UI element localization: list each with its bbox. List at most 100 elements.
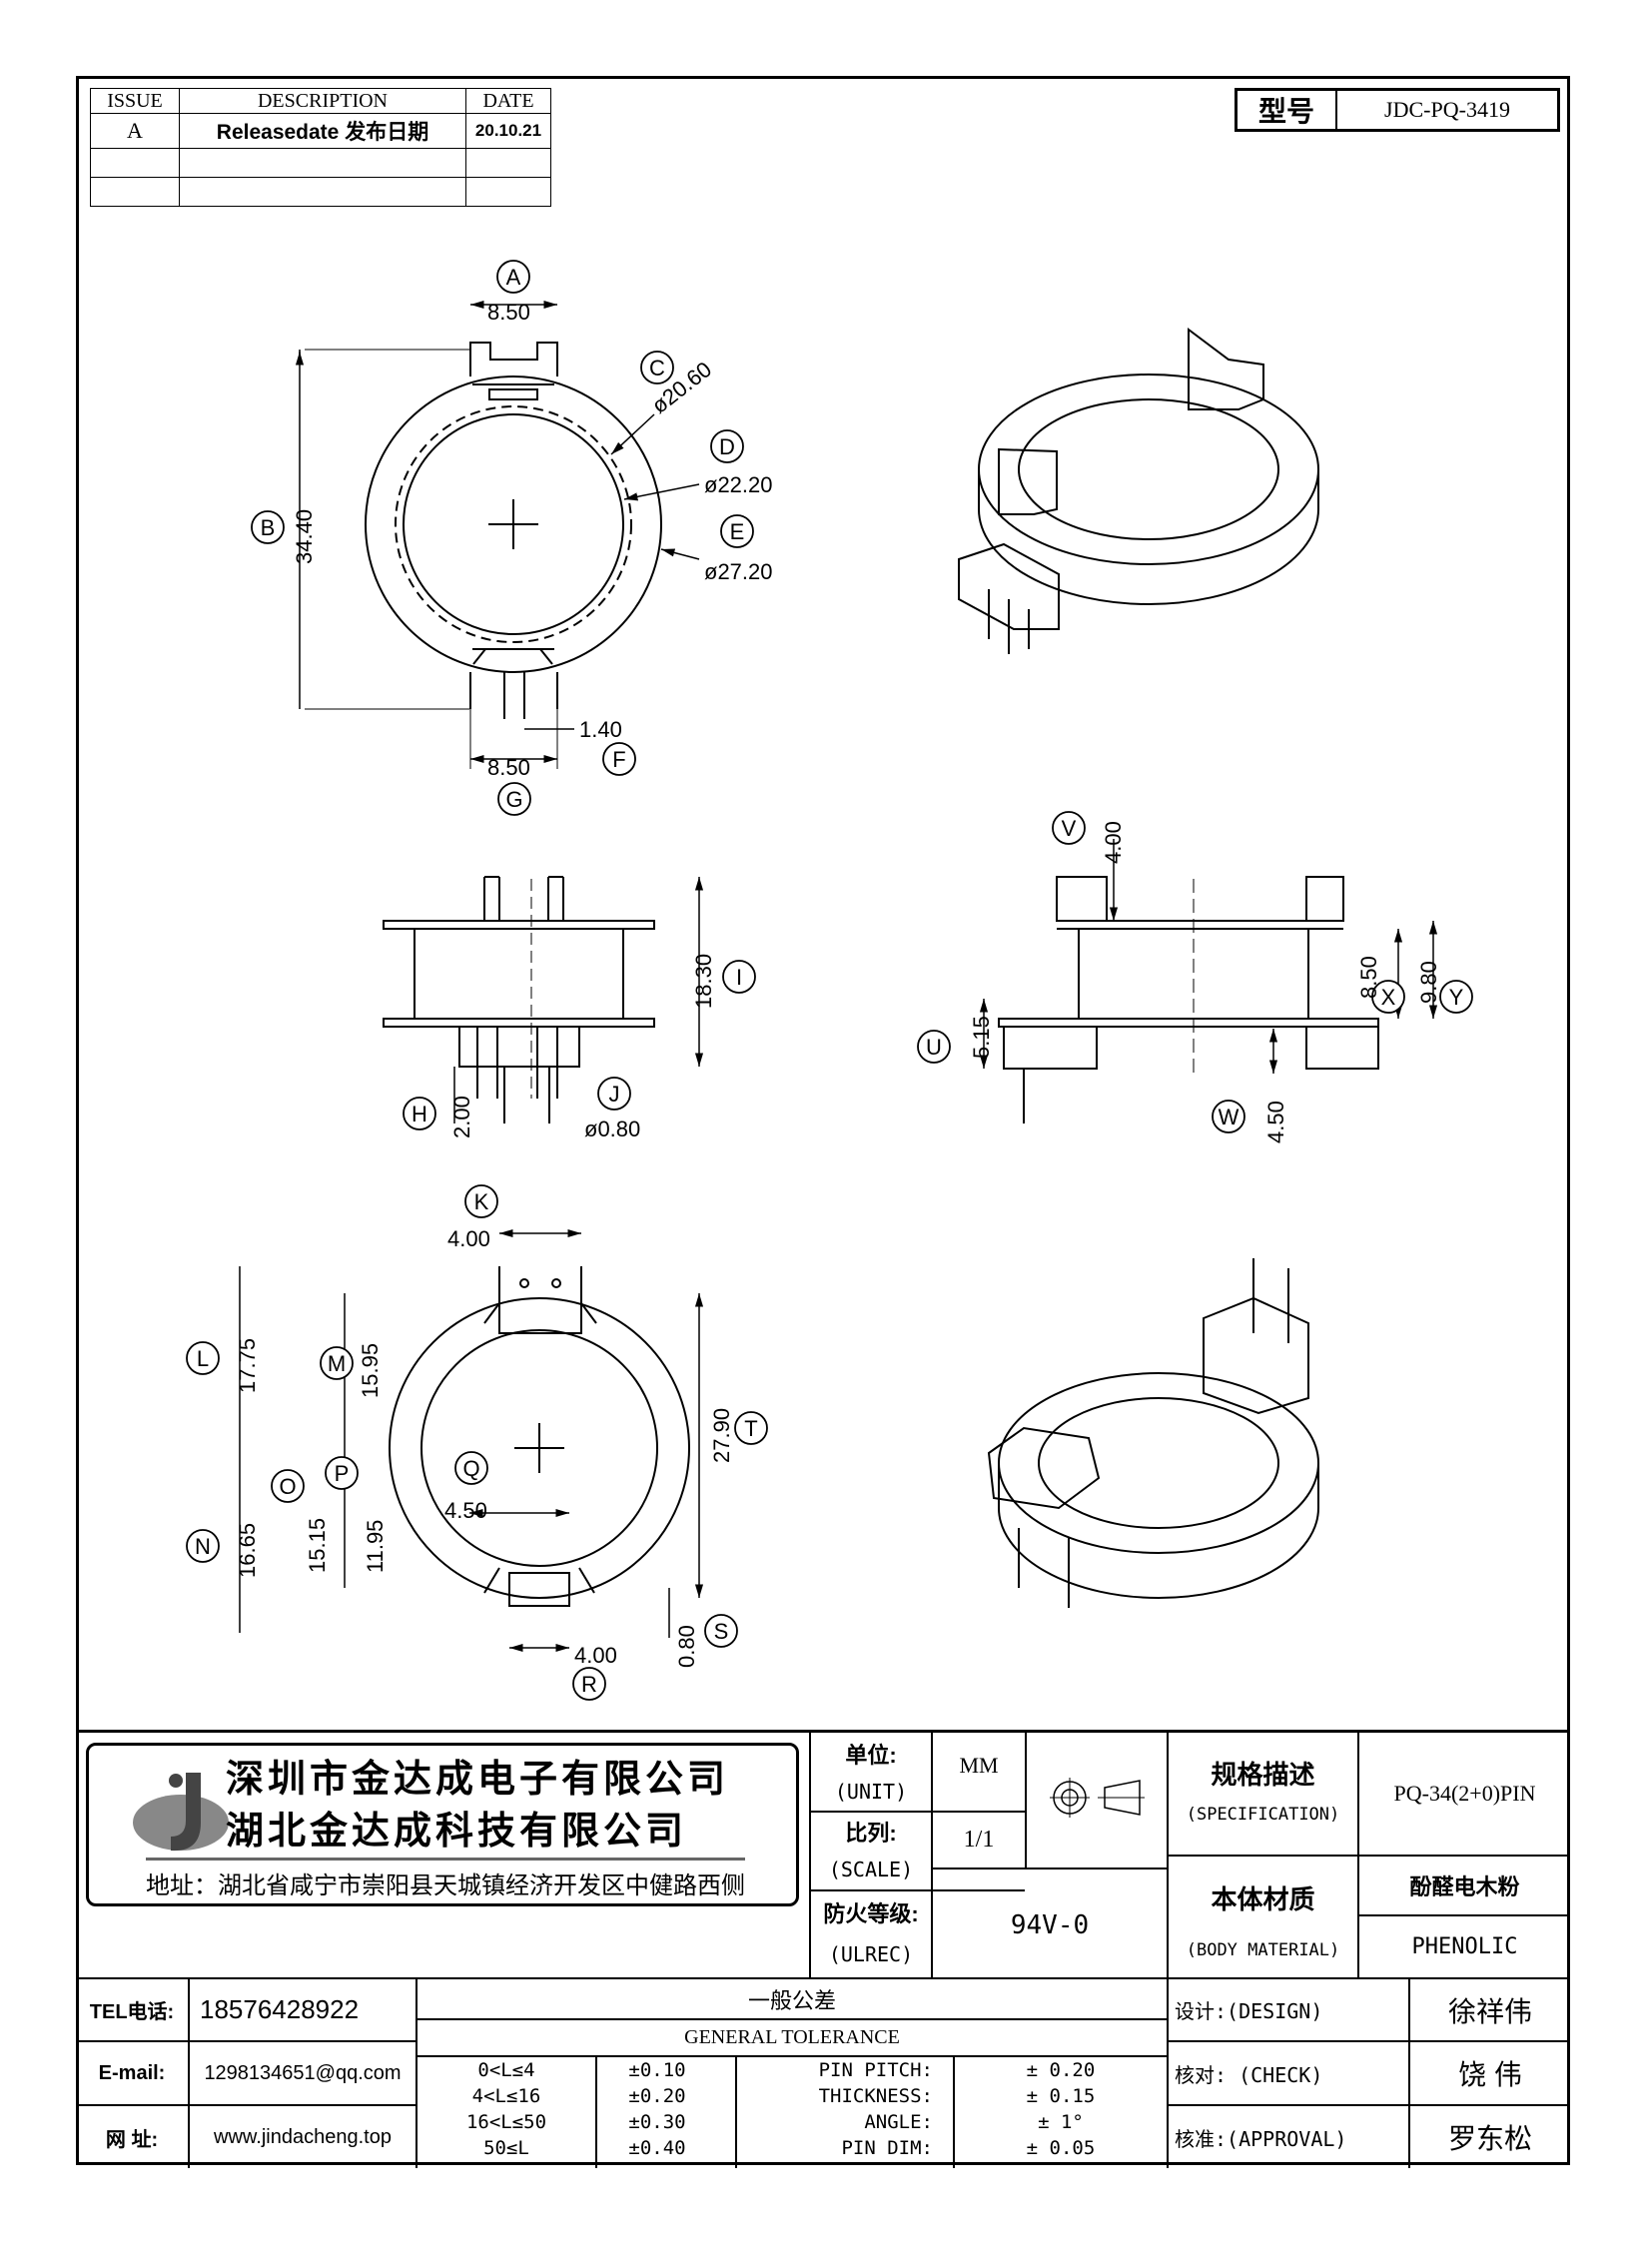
dim-u: 5.15 bbox=[969, 1016, 994, 1059]
grid-line bbox=[76, 1977, 1570, 1979]
grid-line bbox=[1408, 1977, 1410, 2168]
dim-m: 15.95 bbox=[358, 1343, 383, 1398]
approval-label: 核准:(APPROVAL) bbox=[1175, 2126, 1347, 2151]
callout-g: G bbox=[505, 787, 522, 812]
callout-i: I bbox=[736, 965, 742, 990]
tol-range-2: 4<L≤16 bbox=[471, 2085, 541, 2107]
tolerance-title-en: GENERAL TOLERANCE bbox=[684, 2026, 900, 2048]
grid-line bbox=[76, 2040, 415, 2042]
material-value-cn: 酚醛电木粉 bbox=[1409, 1874, 1520, 1899]
dim-q: 4.50 bbox=[444, 1498, 487, 1523]
grid-line bbox=[415, 1977, 417, 2168]
top-3d-view bbox=[958, 328, 1319, 654]
rev-header-date: DATE bbox=[465, 88, 551, 114]
grid-line bbox=[1167, 1855, 1570, 1857]
web-label: 网 址: bbox=[105, 2128, 159, 2151]
rev-header-description: DESCRIPTION bbox=[179, 88, 466, 114]
grid-line bbox=[1167, 2104, 1570, 2106]
grid-line bbox=[415, 2055, 1167, 2057]
rev-empty-cell bbox=[465, 177, 551, 207]
callout-w: W bbox=[1219, 1105, 1239, 1129]
email-value: 1298134651@qq.com bbox=[204, 2061, 402, 2084]
technical-drawing: A B C D E F G I H J V X Y U W K L M T O … bbox=[186, 260, 1473, 1701]
web-value: www.jindacheng.top bbox=[214, 2125, 392, 2148]
dim-w: 4.50 bbox=[1263, 1101, 1288, 1143]
side-view-2 bbox=[979, 839, 1438, 1123]
callout-f: F bbox=[612, 747, 625, 772]
dim-b: 34.40 bbox=[292, 509, 317, 564]
dim-n: 16.65 bbox=[235, 1523, 260, 1578]
tol-value-4: ±0.40 bbox=[628, 2137, 686, 2159]
dim-t: 27.90 bbox=[709, 1408, 734, 1463]
rev-date: 20.10.21 bbox=[465, 113, 551, 149]
dim-p: 11.95 bbox=[363, 1520, 388, 1573]
company-name-1: 深圳市金达成电子有限公司 bbox=[226, 1758, 730, 1801]
callout-j: J bbox=[609, 1082, 620, 1107]
grid-line bbox=[1167, 1733, 1169, 2168]
grid-line bbox=[735, 2055, 737, 2168]
callout-a: A bbox=[506, 265, 521, 290]
grid-line bbox=[188, 1977, 190, 2168]
callout-d: D bbox=[719, 434, 735, 459]
callout-u: U bbox=[926, 1035, 942, 1060]
company-logo bbox=[133, 1773, 229, 1852]
approval-name: 罗东松 bbox=[1447, 2123, 1532, 2154]
design-label: 设计:(DESIGN) bbox=[1175, 1999, 1323, 2023]
unit-value: MM bbox=[959, 1753, 999, 1778]
tol-item-value-1: ± 0.20 bbox=[1026, 2059, 1096, 2081]
callout-e: E bbox=[730, 519, 745, 544]
callout-p: P bbox=[335, 1461, 350, 1486]
tol-item-value-2: ± 0.15 bbox=[1026, 2085, 1096, 2107]
fire-value: 94V-0 bbox=[1010, 1909, 1090, 1940]
tol-item-3: ANGLE: bbox=[864, 2111, 933, 2133]
spec-cn: 规格描述 bbox=[1211, 1759, 1315, 1790]
scale-cn: 比列: bbox=[845, 1821, 897, 1846]
dim-i: 18.30 bbox=[691, 954, 716, 1009]
dim-h: 2.00 bbox=[449, 1096, 474, 1138]
model-number: JDC-PQ-3419 bbox=[1384, 97, 1510, 122]
dim-j: ø0.80 bbox=[584, 1117, 640, 1141]
dim-e: ø27.20 bbox=[704, 559, 773, 584]
tol-value-1: ±0.10 bbox=[628, 2059, 686, 2081]
dim-g: 8.50 bbox=[487, 755, 530, 780]
callout-l: L bbox=[197, 1346, 209, 1371]
dim-k: 4.00 bbox=[447, 1226, 490, 1251]
dim-l: 17.75 bbox=[235, 1338, 260, 1393]
callout-t: T bbox=[744, 1416, 757, 1441]
unit-en: (UNIT) bbox=[834, 1780, 908, 1804]
tol-item-value-4: ± 0.05 bbox=[1026, 2137, 1096, 2159]
model-box: 型号 JDC-PQ-3419 bbox=[1235, 88, 1560, 132]
callout-n: N bbox=[195, 1534, 211, 1559]
tol-range-3: 16<L≤50 bbox=[465, 2111, 547, 2133]
revision-table: ISSUE DESCRIPTION DATE A Releasedate 发布日… bbox=[90, 88, 551, 207]
grid-line bbox=[809, 1889, 1025, 1891]
tol-value-3: ±0.30 bbox=[628, 2111, 686, 2133]
tel-label: TEL电话: bbox=[89, 2001, 175, 2023]
callout-o: O bbox=[279, 1474, 296, 1499]
tol-item-1: PIN PITCH: bbox=[818, 2059, 933, 2081]
dim-s: 0.80 bbox=[674, 1625, 699, 1668]
dim-o: 15.15 bbox=[305, 1518, 330, 1573]
callout-b: B bbox=[261, 515, 276, 540]
company-name-2: 湖北金达成科技有限公司 bbox=[226, 1810, 688, 1853]
tol-range-4: 50≤L bbox=[483, 2137, 529, 2159]
email-label: E-mail: bbox=[98, 2061, 166, 2084]
material-en: (BODY MATERIAL) bbox=[1186, 1939, 1340, 1960]
callout-s: S bbox=[714, 1619, 729, 1644]
callout-k: K bbox=[474, 1189, 489, 1214]
projection-symbol bbox=[1050, 1778, 1145, 1818]
design-name: 徐祥伟 bbox=[1447, 1995, 1532, 2027]
scale-value: 1/1 bbox=[963, 1827, 995, 1853]
callout-q: Q bbox=[462, 1456, 479, 1481]
grid-line bbox=[415, 2018, 1167, 2020]
callout-y: Y bbox=[1449, 985, 1464, 1010]
rev-empty-cell bbox=[179, 148, 466, 178]
top-view bbox=[295, 300, 700, 769]
tolerance-title-cn: 一般公差 bbox=[747, 1987, 836, 2013]
callout-c: C bbox=[649, 356, 665, 380]
callout-m: M bbox=[328, 1351, 346, 1376]
company-address: 地址：湖北省咸宁市崇阳县天城镇经济开发区中健路西侧 bbox=[146, 1871, 745, 1899]
grid-line bbox=[1167, 2040, 1570, 2042]
grid-line bbox=[1025, 1733, 1027, 1868]
spec-en: (SPECIFICATION) bbox=[1186, 1805, 1340, 1825]
